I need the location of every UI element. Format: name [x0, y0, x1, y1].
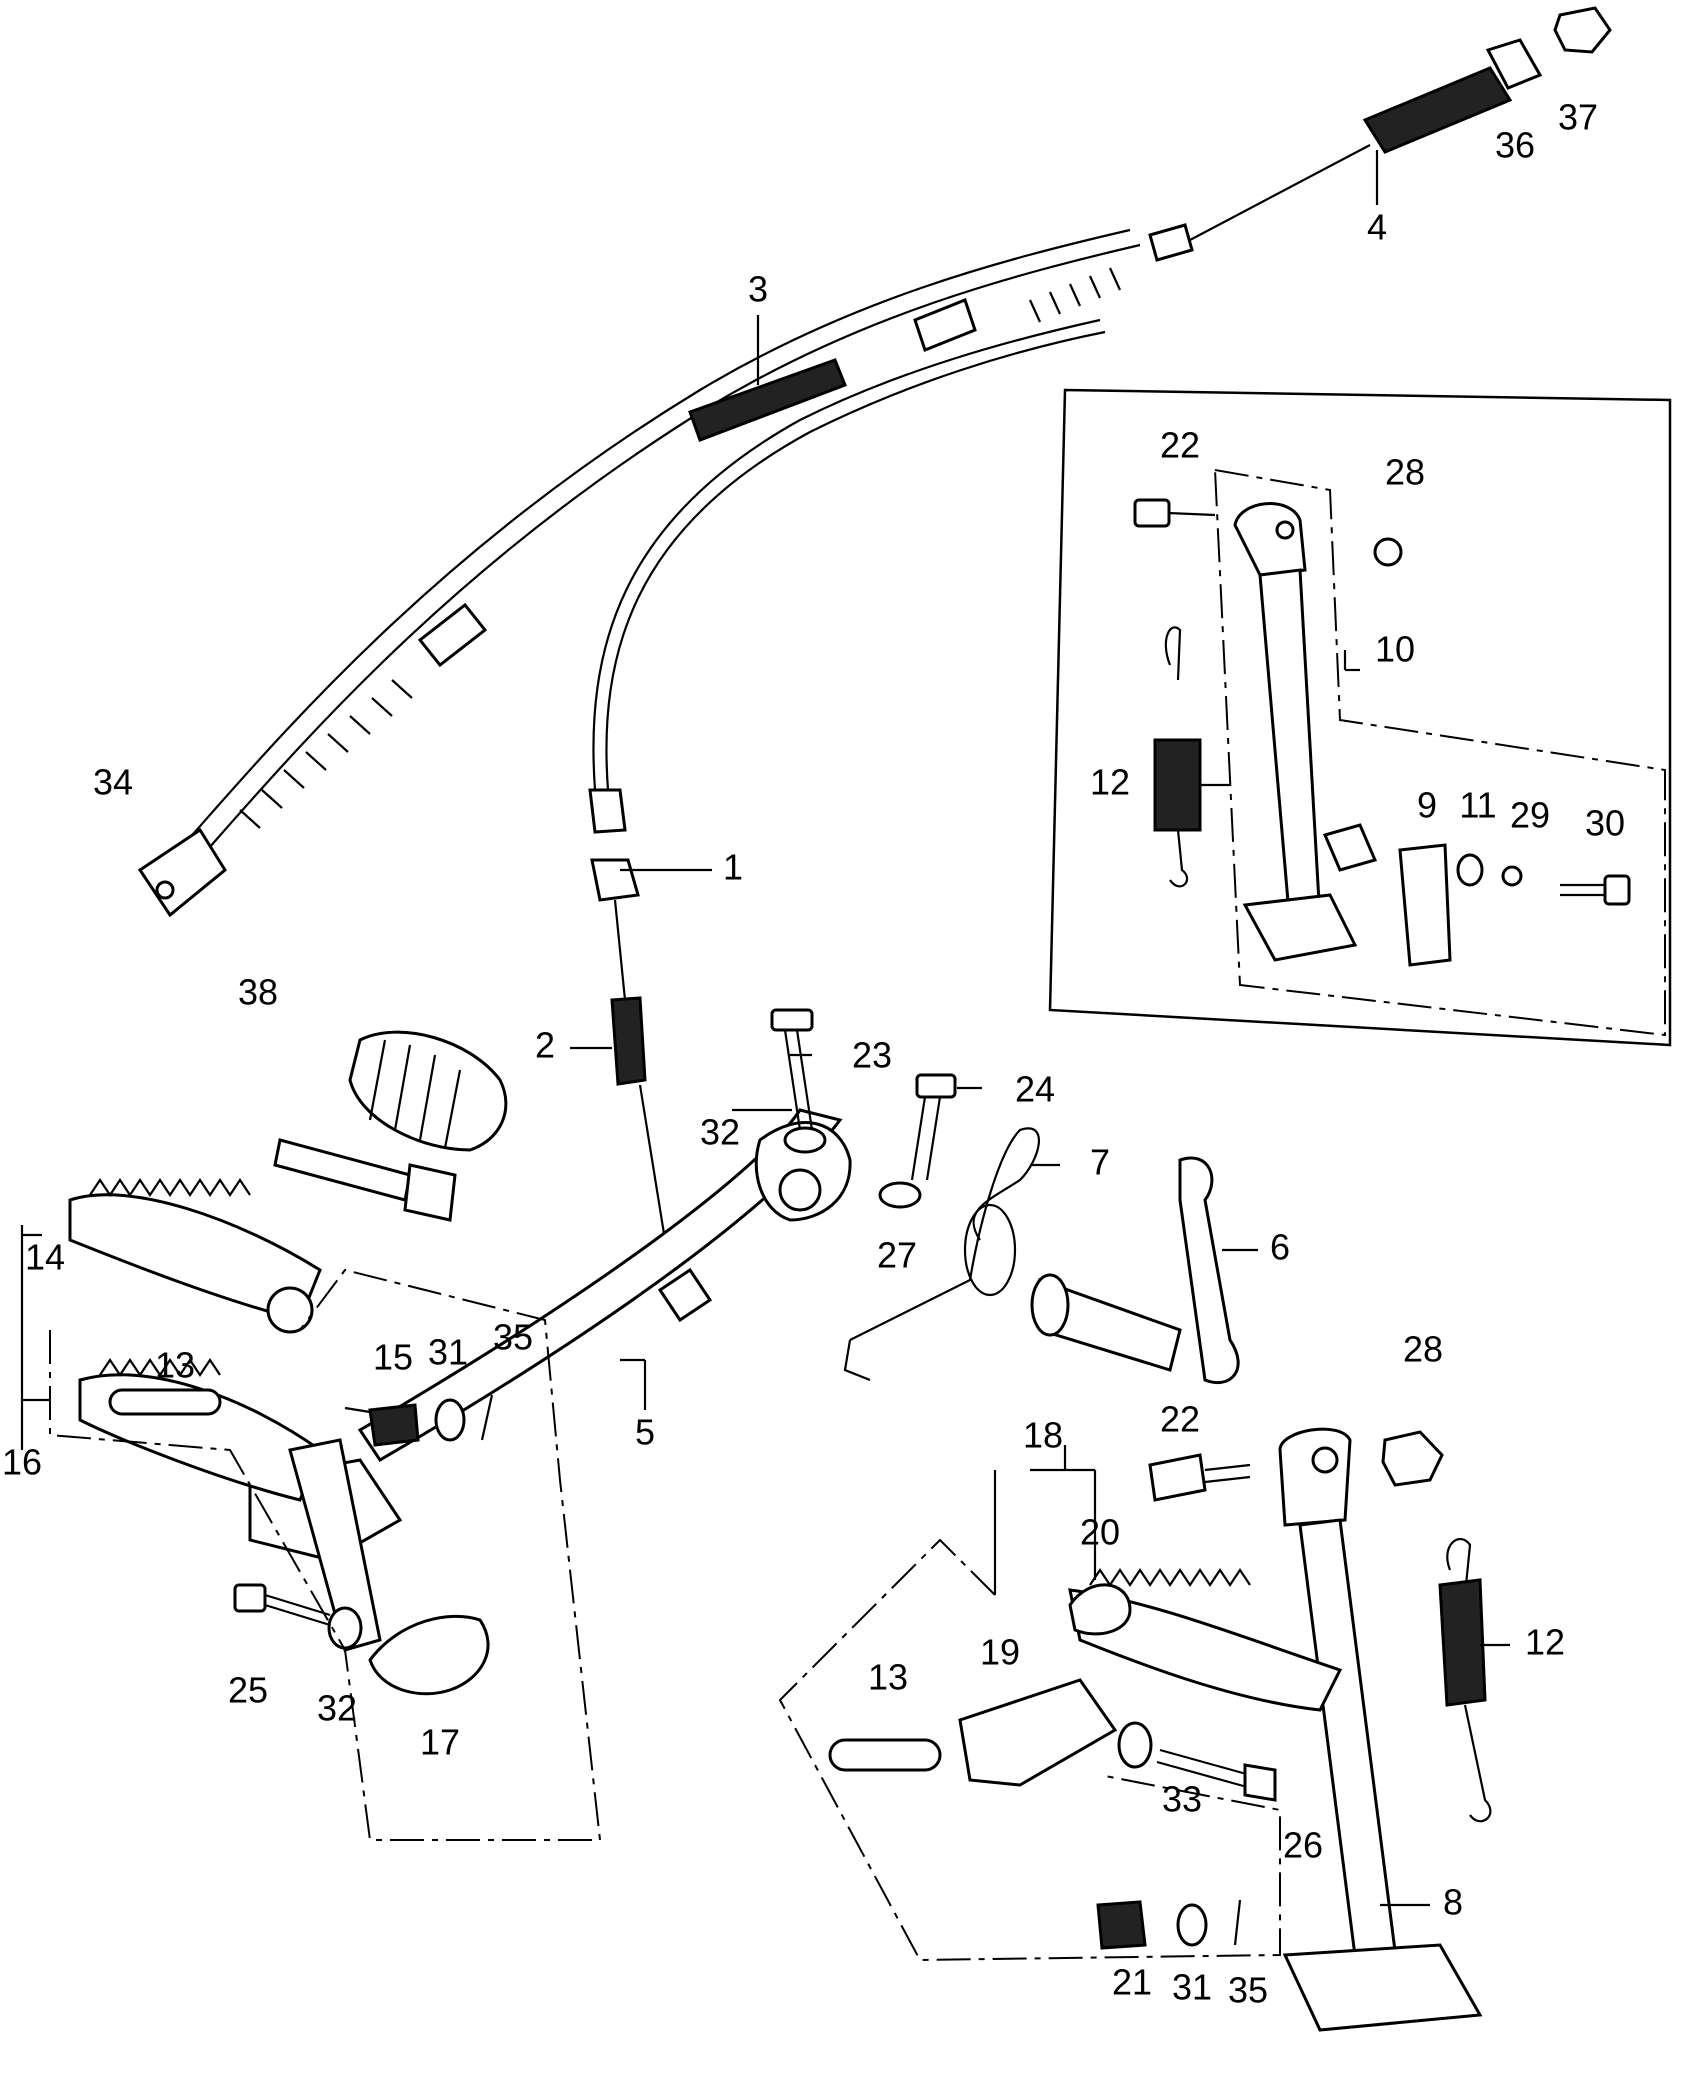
- brake-rod-cable: [588, 318, 1106, 1251]
- callout-38: 38: [238, 972, 278, 1013]
- callout-35-right: 35: [1228, 1970, 1268, 2011]
- callout-27: 27: [877, 1235, 917, 1276]
- cotter-pin-35-left: [480, 1394, 494, 1441]
- callout-31-right: 31: [1172, 1967, 1212, 2008]
- clutch-cable: [137, 6, 1612, 918]
- callout-17: 17: [420, 1722, 460, 1763]
- bolt-23: [770, 1008, 814, 1131]
- callout-12-upper: 12: [1090, 762, 1130, 803]
- cotter-pin-35-right: [1233, 1899, 1242, 1946]
- bracket-19: [958, 1678, 1118, 1787]
- callout-33: 33: [1162, 1779, 1202, 1820]
- callout-15: 15: [373, 1337, 413, 1378]
- footpeg-14: [68, 1178, 322, 1334]
- callout-9: 9: [1417, 785, 1437, 826]
- callout-2: 2: [535, 1025, 555, 1066]
- callout-13-right: 13: [868, 1657, 908, 1698]
- washer-31-right: [1176, 1903, 1208, 1947]
- callout-16: 16: [2, 1442, 42, 1483]
- callout-12-lower: 12: [1525, 1622, 1565, 1663]
- callout-21: 21: [1112, 1962, 1152, 2003]
- callout-25: 25: [228, 1670, 268, 1711]
- callout-4: 4: [1367, 207, 1387, 248]
- callout-26: 26: [1283, 1825, 1323, 1866]
- callout-10: 10: [1375, 629, 1415, 670]
- callout-36: 36: [1495, 125, 1535, 166]
- callout-5: 5: [635, 1412, 655, 1453]
- callout-34: 34: [93, 762, 133, 803]
- pin-13-right: [828, 1738, 942, 1772]
- callout-20: 20: [1080, 1512, 1120, 1553]
- callout-32-lower: 32: [317, 1688, 357, 1729]
- footpeg-rubber: [273, 1030, 508, 1222]
- washer-32-lower: [327, 1606, 363, 1650]
- callout-8: 8: [1443, 1882, 1463, 1923]
- washer-27: [878, 1181, 922, 1209]
- callout-labels: 1 2 3 4 5 6 7 8 9 10 11 12 12 13 13 14 1…: [2, 97, 1625, 2011]
- footpeg-lower-left: [78, 1358, 322, 1502]
- spring-12-lower: [1438, 1538, 1492, 1823]
- bolt-24: [910, 1073, 957, 1181]
- bolt-25: [233, 1583, 331, 1627]
- callout-22-lower: 22: [1160, 1399, 1200, 1440]
- callout-29: 29: [1510, 795, 1550, 836]
- return-spring-7: [843, 1127, 1041, 1382]
- callout-28-lower: 28: [1403, 1329, 1443, 1370]
- callout-1: 1: [723, 847, 743, 888]
- washer-33: [1117, 1721, 1153, 1769]
- callout-19: 19: [980, 1632, 1020, 1673]
- callout-18: 18: [1023, 1415, 1063, 1456]
- callout-14: 14: [25, 1237, 65, 1278]
- leader-lines: [20, 150, 1510, 1907]
- brake-arm-6: [1030, 1156, 1240, 1385]
- callout-3: 3: [748, 269, 768, 310]
- callout-11: 11: [1459, 785, 1496, 826]
- assembly-outline-right: [778, 1538, 1281, 1962]
- brake-pedal: [248, 1108, 852, 1562]
- callout-32-upper: 32: [700, 1112, 740, 1153]
- washer-32: [783, 1126, 827, 1154]
- callout-30: 30: [1585, 803, 1625, 844]
- pin-13-left: [108, 1388, 222, 1416]
- footpeg-right: [1068, 1568, 1343, 1712]
- callout-7: 7: [1090, 1142, 1110, 1183]
- bracket-17: [288, 1438, 490, 1696]
- stand-8: [1278, 1427, 1483, 2032]
- washer-31-left: [434, 1398, 466, 1442]
- side-stand-inset: [1048, 388, 1672, 1047]
- callout-22-upper: 22: [1160, 425, 1200, 466]
- callout-28-upper: 28: [1385, 452, 1425, 493]
- spring-15: [344, 1403, 420, 1447]
- callout-37: 37: [1558, 97, 1598, 138]
- nut-28-lower: [1381, 1430, 1444, 1487]
- callout-6: 6: [1270, 1227, 1290, 1268]
- callout-35-left: 35: [493, 1317, 533, 1358]
- callout-31-left: 31: [428, 1332, 468, 1373]
- callout-24: 24: [1015, 1069, 1055, 1110]
- bolt-26: [1156, 1748, 1277, 1802]
- bolt-22-lower: [1148, 1453, 1251, 1502]
- callout-13-left: 13: [155, 1345, 195, 1386]
- assembly-outline-left: [49, 1268, 602, 1841]
- callout-23: 23: [852, 1035, 892, 1076]
- spring-21: [1096, 1900, 1147, 1950]
